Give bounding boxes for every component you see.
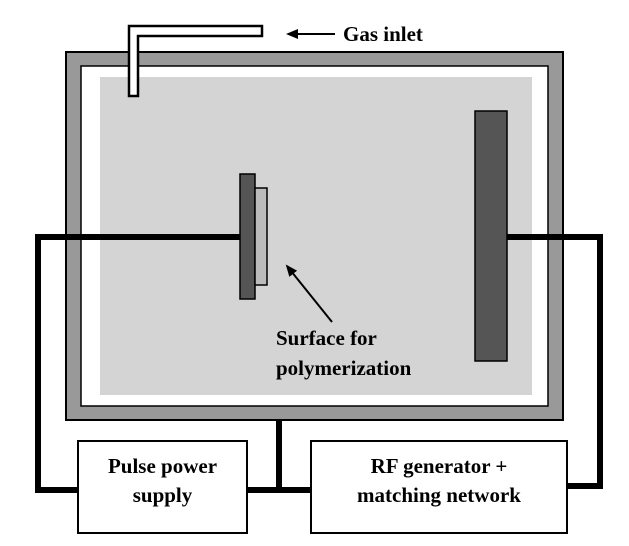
gas-inlet-label: Gas inlet: [343, 22, 423, 46]
rf-generator-box: [310, 440, 568, 534]
left-electrode: [239, 173, 256, 300]
gas-inlet-tube: [127, 24, 264, 98]
pulse-power-supply-box: [77, 440, 248, 534]
rf-generator-label-line1: RF generator +: [371, 454, 508, 478]
pulse-power-label-line1: Pulse power: [108, 454, 217, 478]
surface-label-line2: polymerization: [276, 356, 412, 380]
right-electrode: [474, 110, 508, 362]
substrate-surface: [254, 187, 268, 286]
surface-arrow: [285, 264, 333, 323]
right-electrode-wire: [507, 234, 603, 489]
surface-label-line1: Surface for: [276, 326, 377, 350]
rf-generator-label-line2: matching network: [357, 483, 521, 507]
left-electrode-wire: [35, 234, 240, 493]
pulse-power-label-line2: supply: [133, 483, 193, 507]
